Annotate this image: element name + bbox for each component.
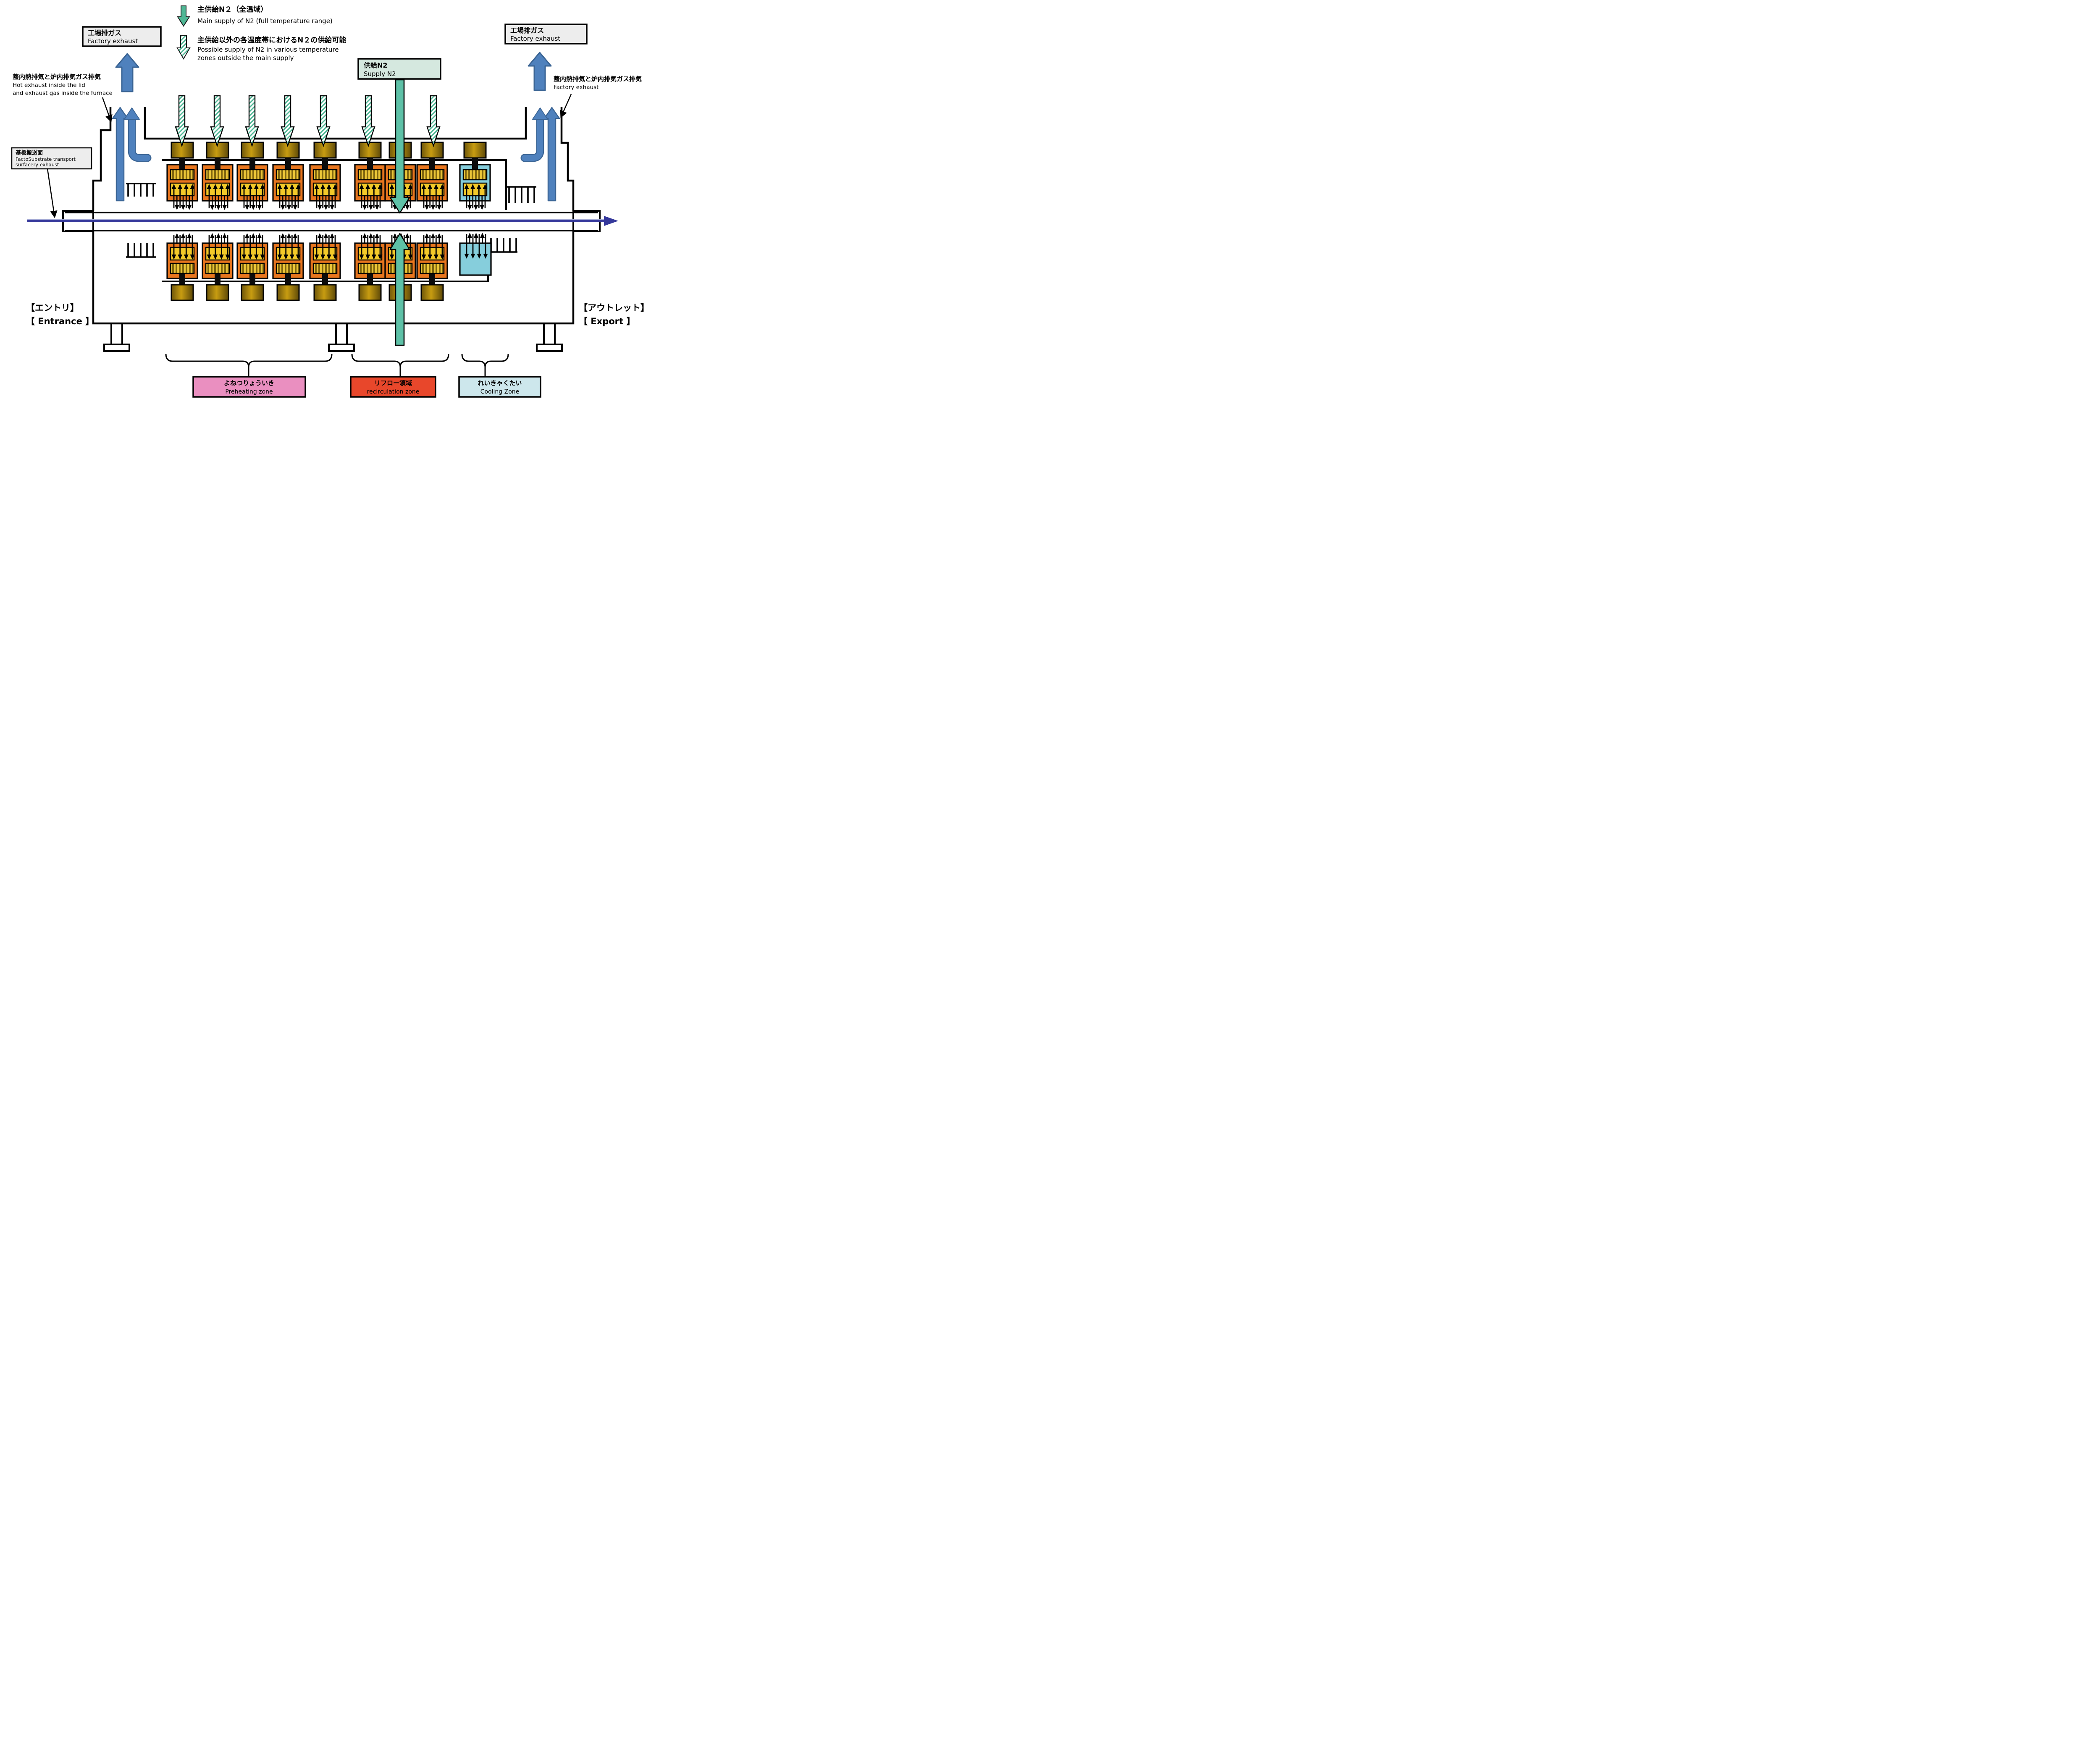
legend-main-supply-en: Main supply of N2 (full temperature rang…	[197, 17, 333, 25]
outlet-en: 【 Export 】	[579, 316, 635, 326]
zone-label-preheating: よねつりょういき Preheating zone	[192, 376, 306, 398]
lid-exhaust-label-left: 蓋内熱排気と炉内排気ガス排気 Hot exhaust inside the li…	[13, 73, 113, 123]
factory-exhaust-left-en: Factory exhaust	[88, 37, 138, 45]
preheating-en: Preheating zone	[225, 389, 273, 395]
reflow-brace	[351, 354, 449, 368]
furnace-feet	[103, 323, 563, 352]
factory-exhaust-arrow-right	[528, 52, 552, 91]
exhaust-arrows-right	[520, 107, 560, 202]
cooling-en: Cooling Zone	[480, 389, 520, 395]
lid-exhaust-right-pointer	[560, 94, 572, 118]
outlet-jp: 【アウトレット】	[579, 303, 649, 313]
legend-main-supply-arrow-icon	[177, 5, 190, 27]
factory-exhaust-box-right: 工場排ガス Factory exhaust	[504, 24, 588, 45]
conveyor-arrowhead	[604, 216, 618, 226]
substrate-en-2: surfacery exhaust	[16, 162, 59, 168]
substrate-pointer-arrow	[47, 168, 58, 218]
preheating-brace	[165, 354, 333, 368]
supply-n2-box: 供給N2 Supply N2	[357, 58, 441, 80]
cooling-brace	[461, 354, 509, 368]
factory-exhaust-box-left: 工場排ガス Factory exhaust	[82, 26, 162, 47]
reflow-oven-diagram: 主供給N２（全温域） Main supply of N2 (full tempe…	[0, 0, 650, 400]
baffle-comb-lower-left	[126, 243, 156, 258]
legend-alt-supply-arrow-icon	[176, 35, 191, 60]
conveyor-channel	[65, 212, 598, 231]
cooling-module-bottom	[459, 232, 492, 276]
entrance-jp: 【エントリ】	[26, 303, 79, 313]
entrance-label: 【エントリ】 【 Entrance 】	[26, 303, 94, 326]
legend-alt-supply-jp: 主供給以外の各温度帯におけるN２の供給可能	[197, 36, 346, 45]
lid-exhaust-label-right: 蓋内熱排気と炉内排気ガス排気 Factory exhaust	[554, 75, 642, 118]
supply-n2-jp: 供給N2	[363, 61, 388, 69]
cooling-jp: れいきゃくたい	[478, 379, 522, 387]
substrate-transport-box: 基板搬送面 FactoSubstrate transport surfacery…	[11, 147, 92, 218]
factory-exhaust-left-jp: 工場排ガス	[88, 29, 121, 37]
preheating-jp: よねつりょういき	[224, 379, 274, 387]
reflow-jp: リフロー領域	[374, 379, 412, 387]
lid-exhaust-right-en: Factory exhaust	[554, 84, 598, 91]
lid-exhaust-left-en2: and exhaust gas inside the furnace	[13, 90, 113, 97]
supply-n2-en: Supply N2	[364, 70, 396, 78]
reflow-en: recirculation zone	[367, 389, 420, 395]
legend-alt-supply-en-2: zones outside the main supply	[197, 54, 294, 62]
factory-exhaust-arrow-left	[115, 53, 139, 92]
outlet-label: 【アウトレット】 【 Export 】	[579, 303, 649, 326]
baffle-comb-upper-left	[126, 183, 156, 197]
exhaust-arrows-left	[112, 107, 152, 202]
zone-braces	[165, 354, 509, 377]
lid-exhaust-left-jp: 蓋内熱排気と炉内排気ガス排気	[13, 73, 101, 81]
zone-label-reflow: リフロー領域 recirculation zone	[350, 376, 436, 398]
conveyor-line	[27, 216, 618, 226]
legend-main-supply-jp: 主供給N２（全温域）	[197, 5, 268, 14]
substrate-jp: 基板搬送面	[15, 150, 43, 156]
main-n2-supply-arrow-up	[389, 233, 410, 346]
diagram-canvas: 主供給N２（全温域） Main supply of N2 (full tempe…	[11, 5, 649, 398]
main-n2-supply-arrow-down	[389, 79, 410, 214]
factory-exhaust-right-jp: 工場排ガス	[510, 26, 544, 34]
legend-alt-supply-en-1: Possible supply of N2 in various tempera…	[197, 46, 339, 53]
lid-exhaust-right-jp: 蓋内熱排気と炉内排気ガス排気	[554, 75, 642, 83]
substrate-en-1: FactoSubstrate transport	[16, 156, 76, 162]
baffle-comb-upper-right	[506, 186, 536, 203]
zone-label-cooling: れいきゃくたい Cooling Zone	[458, 376, 541, 398]
factory-exhaust-right-en: Factory exhaust	[510, 35, 560, 42]
lid-exhaust-left-en1: Hot exhaust inside the lid	[13, 82, 85, 89]
entrance-en: 【 Entrance 】	[26, 316, 94, 326]
cooling-module-top	[460, 142, 490, 210]
legend: 主供給N２（全温域） Main supply of N2 (full tempe…	[176, 5, 346, 62]
baffle-comb-lower-right	[488, 238, 517, 253]
lid-exhaust-left-pointer	[102, 97, 113, 123]
